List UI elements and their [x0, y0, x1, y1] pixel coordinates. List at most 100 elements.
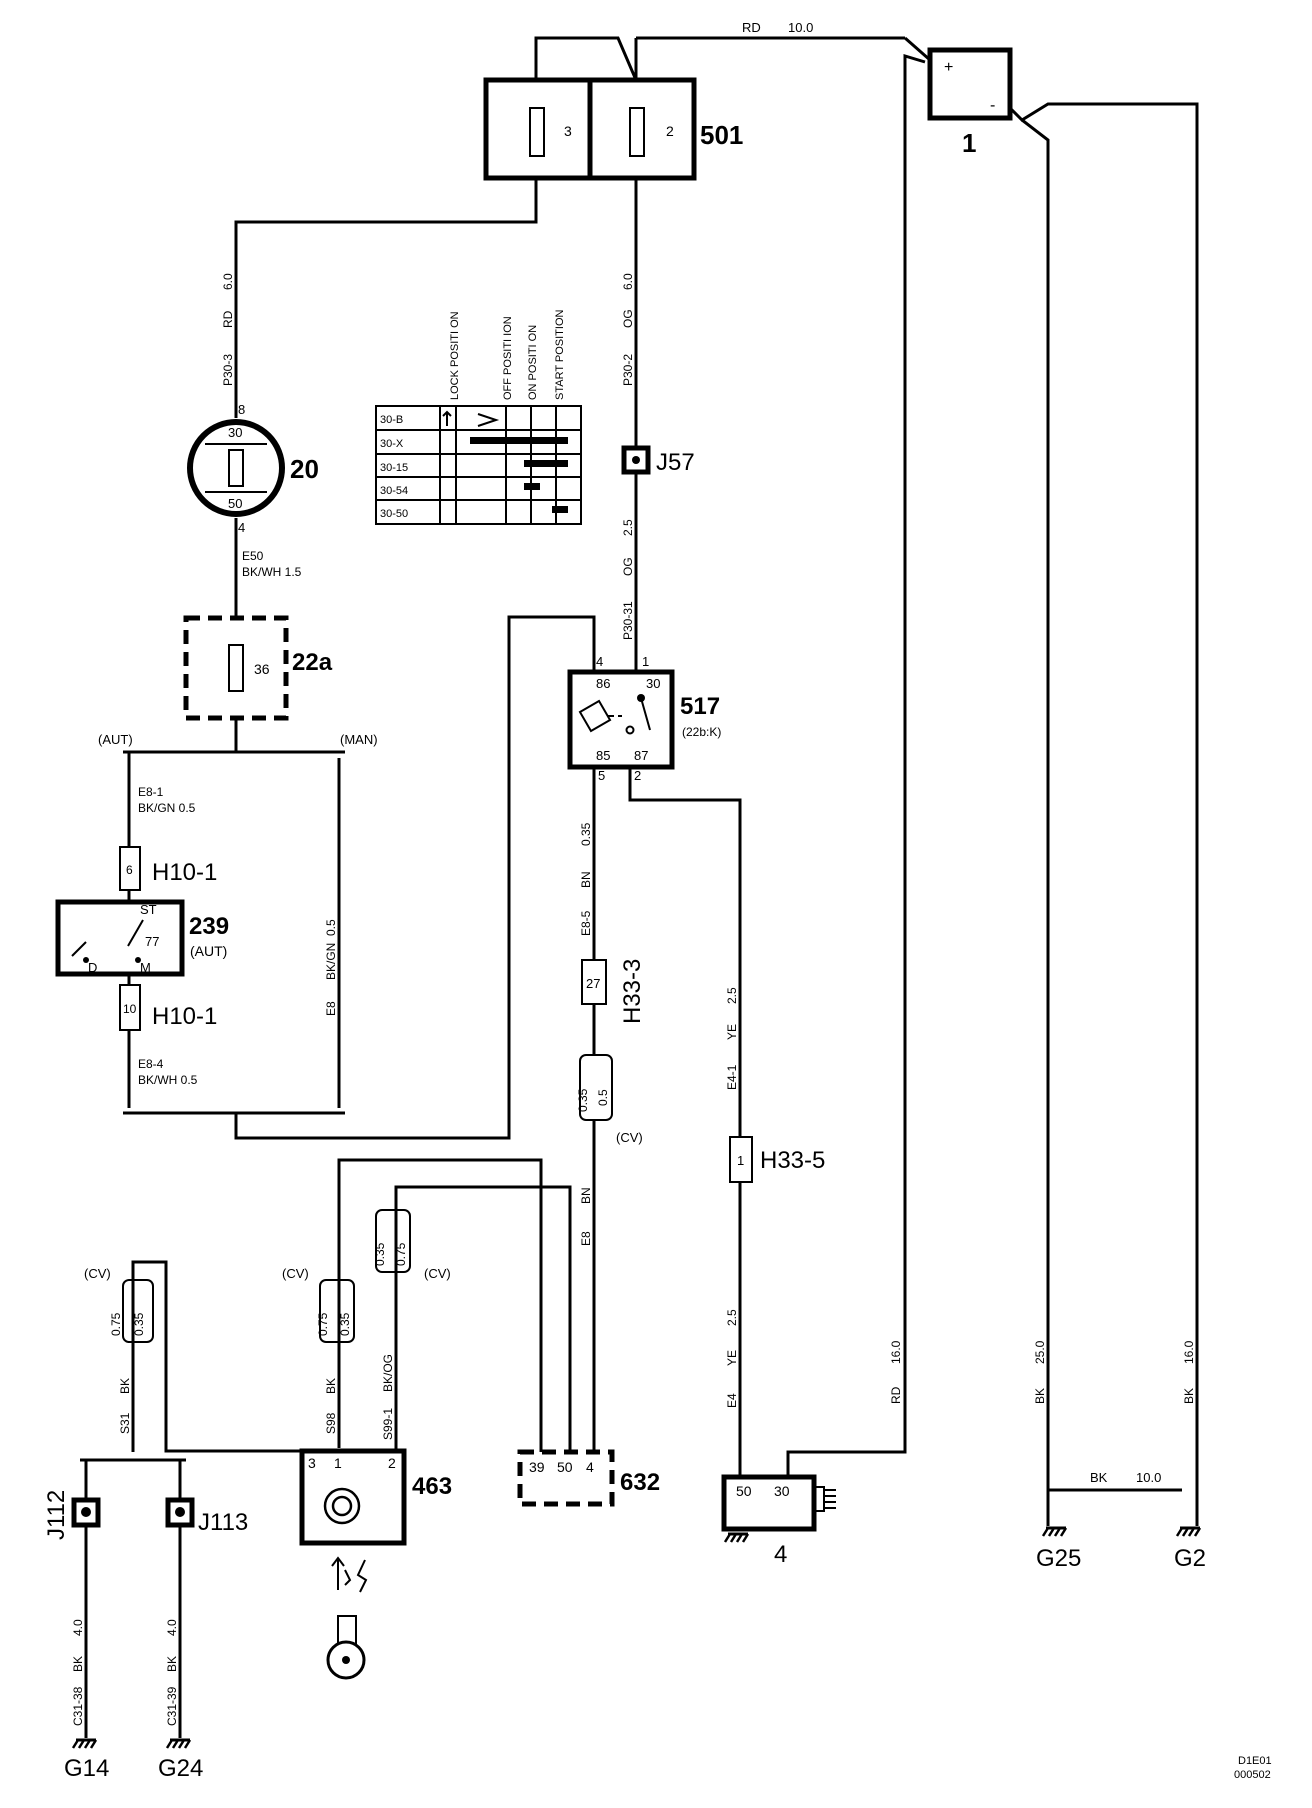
starter-pin-50: 50	[736, 1483, 752, 1499]
connector-h33-3: 27 H33-3	[581, 959, 646, 1024]
wl-035c: 0.35	[373, 1242, 387, 1266]
wl-035: 0.35	[579, 822, 593, 846]
num-1: 1	[642, 654, 649, 669]
wl-yeb: YE	[725, 1350, 739, 1366]
row-30-15: 30-15	[380, 462, 408, 474]
cv-label-left: (CV)	[84, 1266, 111, 1281]
wl-035b: 0.35	[338, 1312, 352, 1336]
t30-label: 30	[228, 425, 242, 440]
pin-30: 30	[646, 676, 660, 691]
wl-e4: E4	[725, 1393, 739, 1408]
splice-j113: J113	[165, 1497, 248, 1536]
man-label: (MAN)	[340, 732, 378, 747]
wl-16b: 16.0	[1182, 1340, 1196, 1364]
wl-og: OG	[621, 309, 635, 328]
num-2: 2	[634, 768, 641, 783]
row-30-50: 30-50	[380, 508, 408, 520]
wl-s31: S31	[118, 1412, 132, 1434]
hdr-lock: LOCK POSITI ON	[449, 311, 461, 400]
t50-label: 50	[228, 496, 242, 511]
wl-og2: OG	[621, 557, 635, 576]
fuse-3-label: 3	[564, 123, 572, 139]
hdr-start: START POSITION	[554, 309, 566, 400]
component-517-sub: (22b:K)	[682, 725, 721, 739]
g14-label: G14	[64, 1755, 109, 1782]
fuse-block-501: 3 2 501	[483, 77, 743, 181]
footer-code-2: 000502	[1234, 1769, 1271, 1781]
fuse-36-label: 36	[254, 661, 270, 677]
wl-bkog: BK/OG	[381, 1354, 395, 1392]
starter-4: 50 30 4	[721, 1474, 836, 1568]
splice-j57: J57	[621, 445, 695, 476]
wl-e8-5: E8-5	[579, 910, 593, 936]
wl-p30-31: P30-31	[621, 601, 635, 640]
wl-s99-1: S99-1	[381, 1408, 395, 1440]
num-4: 4	[596, 654, 603, 669]
wl-c31-38: C31-38	[71, 1686, 85, 1726]
fuse-22a: 36 22a	[183, 615, 333, 721]
connector-h10-1-lower: 10 H10-1	[119, 984, 217, 1031]
n77-label: 77	[145, 934, 159, 949]
wl-035a: 0.35	[132, 1312, 146, 1336]
pin-87: 87	[634, 748, 648, 763]
ground-g2: G2	[1174, 1526, 1206, 1572]
wl-60b: 6.0	[621, 273, 635, 290]
h10-1-lower-label: H10-1	[152, 1003, 217, 1030]
module-463: 3 1 2 463	[299, 1448, 452, 1680]
pin-10: 10	[123, 1002, 137, 1016]
pin-8: 8	[238, 402, 245, 417]
component-22a-label: 22a	[292, 649, 333, 676]
hdr-on: ON POSITI ON	[527, 325, 539, 400]
wl-25: 2.5	[621, 519, 635, 536]
component-20-label: 20	[290, 454, 319, 484]
pin-2-463: 2	[388, 1455, 396, 1471]
wl-e8: E8	[324, 1001, 338, 1016]
gear-switch-239: ST 77 D M 239 (AUT)	[55, 899, 229, 977]
wl-075b: 0.75	[316, 1312, 330, 1336]
pin-39-632: 39	[529, 1459, 545, 1475]
st-label: ST	[140, 902, 157, 917]
wl-075c: 0.75	[394, 1242, 408, 1266]
bkwh-15-label: BK/WH 1.5	[242, 565, 302, 579]
num-5: 5	[598, 768, 605, 783]
g25-label: G25	[1036, 1545, 1081, 1572]
battery-1: + - 1	[927, 47, 1013, 158]
wl-16: 16.0	[889, 1340, 903, 1364]
bkwh-05-label: BK/WH 0.5	[138, 1073, 198, 1087]
pin-27: 27	[586, 976, 600, 991]
j57-label: J57	[656, 449, 695, 476]
splice-j112: J112	[43, 1490, 101, 1540]
row-30-b: 30-B	[380, 414, 403, 426]
wl-e8b: E8	[579, 1231, 593, 1246]
aut-label: (AUT)	[98, 732, 133, 747]
wl-bkd: BK	[71, 1656, 85, 1672]
wl-05: 0.5	[324, 919, 338, 936]
e8-1-label: E8-1	[138, 785, 164, 799]
wl-bk16: BK	[1182, 1388, 1196, 1404]
wl-bkc: BK	[324, 1378, 338, 1394]
wl-bke: BK	[165, 1656, 179, 1672]
pin-85: 85	[596, 748, 610, 763]
wl-p30-3: P30-3	[221, 354, 235, 386]
wl-bnb: BN	[579, 1187, 593, 1204]
wl-s98: S98	[324, 1412, 338, 1434]
ground-g14: G14	[64, 1738, 109, 1782]
vertical-wire-labels: P30-3 RD 6.0 P30-2 OG 6.0 P30-31 OG 2.5 …	[71, 273, 1196, 1726]
connector-h33-5: 1 H33-5	[729, 1136, 825, 1183]
component-4-label: 4	[774, 1541, 787, 1568]
e50-label: E50	[242, 549, 264, 563]
connector-632: 39 50 4 632	[517, 1449, 660, 1507]
row-30-x: 30-X	[380, 438, 404, 450]
wl-c31-39: C31-39	[165, 1686, 179, 1726]
wl-25c: 2.5	[725, 1309, 739, 1326]
wl-p30-2: P30-2	[621, 354, 635, 386]
pin-1-h33-5: 1	[737, 1153, 744, 1168]
pin-6: 6	[126, 863, 133, 877]
battery-plus: +	[944, 59, 953, 76]
wl-e4-1: E4-1	[725, 1064, 739, 1090]
wl-bkb: BK	[118, 1378, 132, 1394]
h10-1-upper-label: H10-1	[152, 859, 217, 886]
j113-label: J113	[198, 1509, 248, 1536]
size-brackets	[122, 1054, 613, 1343]
